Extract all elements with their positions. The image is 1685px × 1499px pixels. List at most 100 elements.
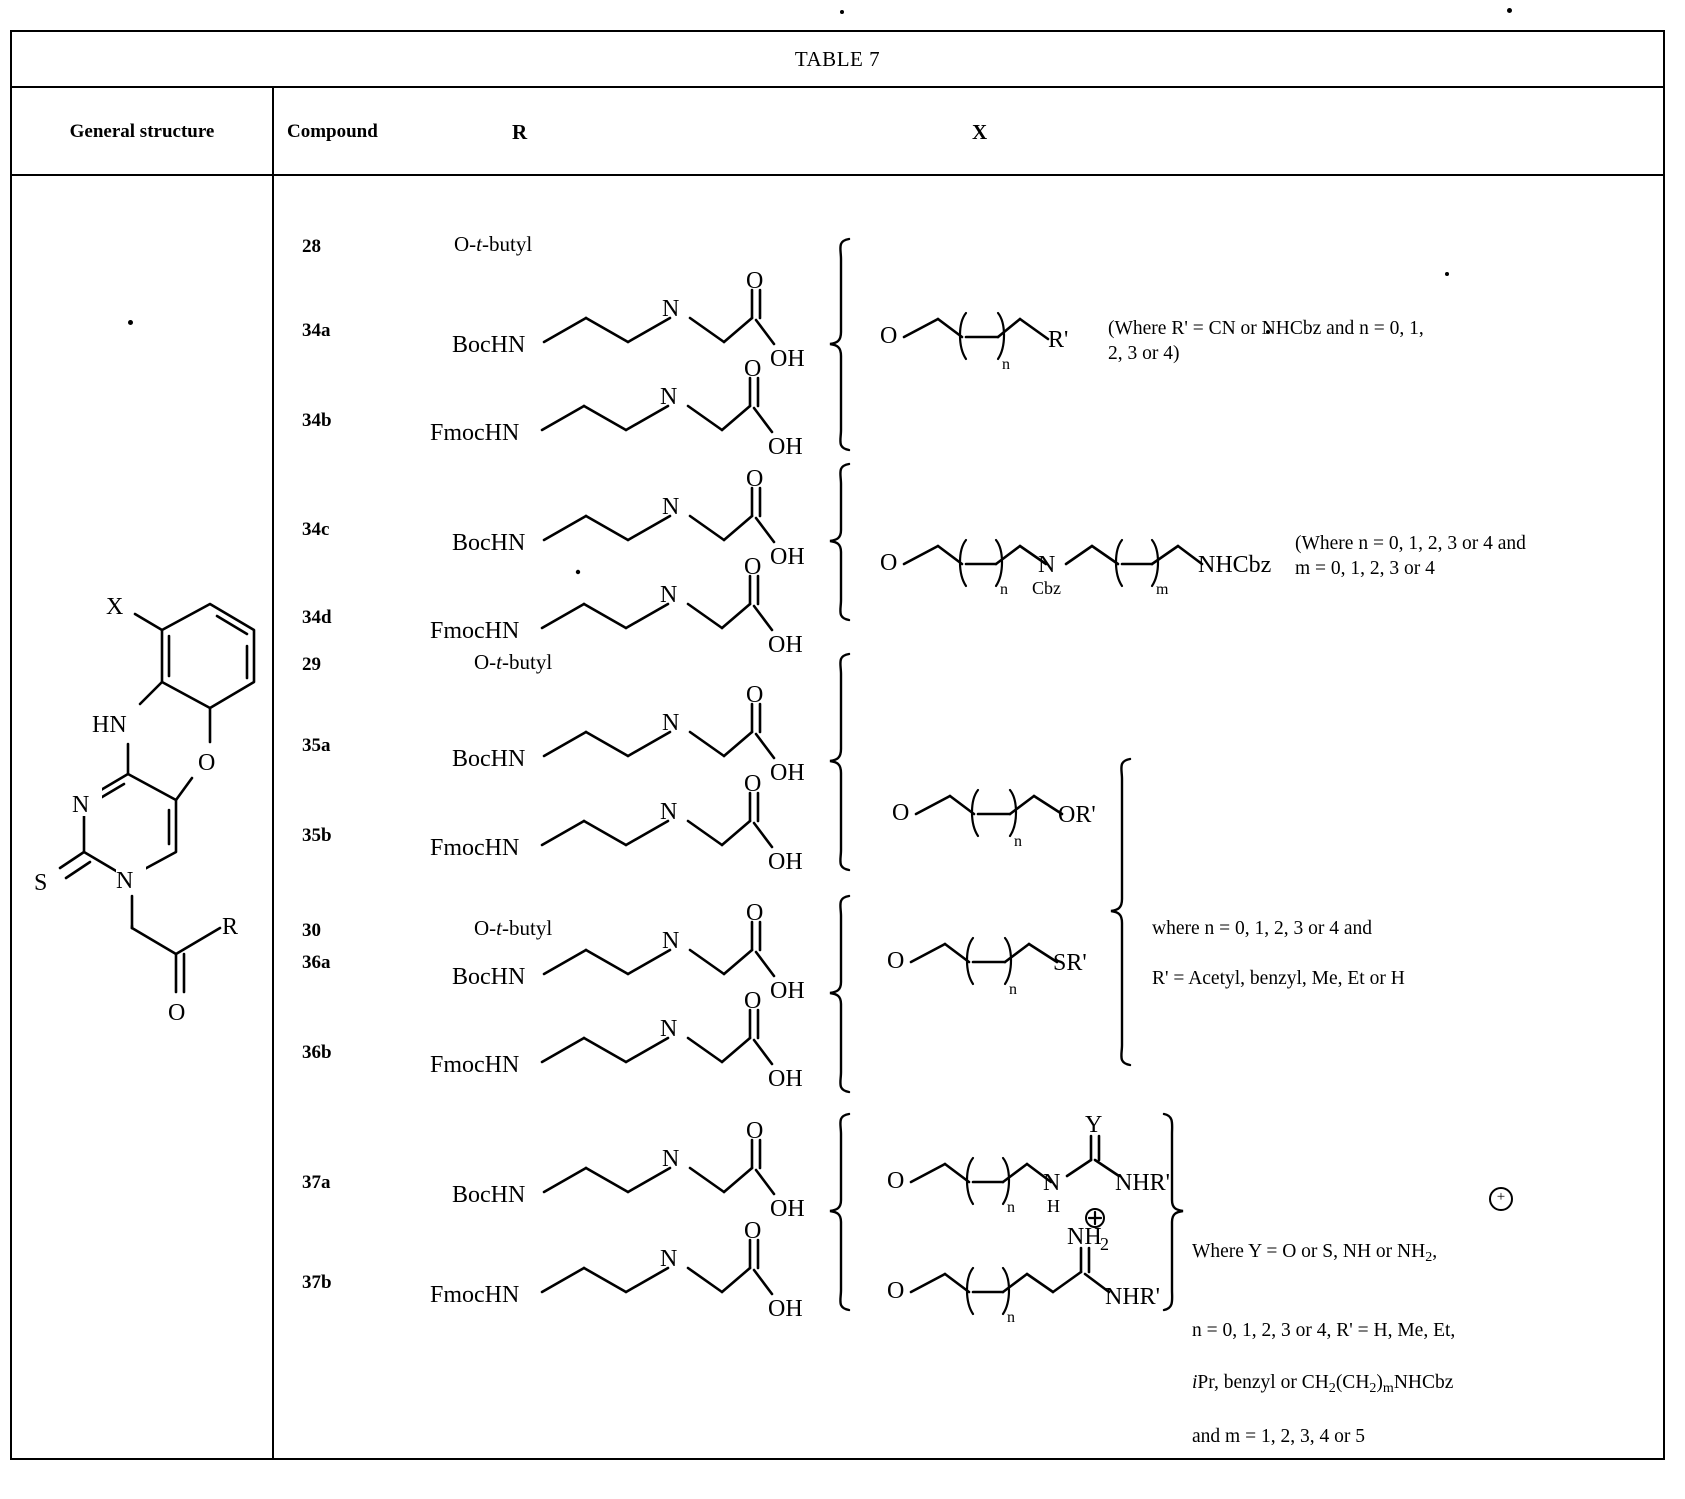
- x-start-o-label: O: [887, 1278, 904, 1304]
- atom-nh2-subscript: 2: [1100, 1234, 1109, 1254]
- annotation-line-2: R' = Acetyl, benzyl, Me, Et or H: [1152, 967, 1405, 992]
- atom-o-label: O: [746, 682, 763, 708]
- table-title: TABLE 7: [795, 47, 880, 72]
- atom-o-label: O: [746, 466, 763, 492]
- r-structure-34d: FmocHN N O OH: [430, 550, 810, 660]
- atom-oh-label: OH: [768, 632, 803, 658]
- page-speck: [840, 10, 844, 14]
- r-structure-37a: BocHN N O OH: [452, 1124, 812, 1224]
- atom-cbz-label: Cbz: [1032, 578, 1061, 598]
- compound-id: 36b: [302, 1042, 332, 1064]
- atom-n-label: N: [662, 494, 679, 520]
- atom-o-label: O: [744, 771, 761, 797]
- compound-id: 28: [302, 236, 321, 258]
- table-title-row: TABLE 7: [12, 32, 1663, 88]
- x-structure-group-5a: O n N H Y NHR': [887, 1112, 1167, 1222]
- atom-oh-label: OH: [768, 434, 803, 460]
- x-structure-group-4: O n SR': [887, 932, 1117, 1002]
- r-prefix-label: BocHN: [452, 1182, 525, 1208]
- x-start-o-label: O: [887, 1168, 904, 1194]
- atom-o-label: O: [746, 268, 763, 294]
- compound-id: 30: [302, 920, 321, 942]
- r-prefix-label: FmocHN: [430, 1052, 519, 1078]
- compound-id: 36a: [302, 952, 331, 974]
- atom-n-label: N: [660, 582, 677, 608]
- atom-nh-n-label: N: [1043, 1170, 1060, 1196]
- atom-n-label: N: [662, 928, 679, 954]
- r-prefix-label: FmocHN: [430, 618, 519, 644]
- plus-charge-icon: +: [1489, 1187, 1513, 1211]
- compound-id: 34a: [302, 320, 331, 342]
- annotation-group-5: Where Y = O or S, NH or NH2, + n = 0, 1,…: [1192, 1187, 1455, 1475]
- r-prefix-label: BocHN: [452, 964, 525, 990]
- brace-group-4: [827, 894, 861, 1094]
- table-7: TABLE 7 General structure Compound R X X: [10, 30, 1665, 1460]
- x-start-o-label: O: [887, 948, 904, 974]
- compound-id: 34d: [302, 607, 332, 629]
- r-prefix-label: FmocHN: [430, 835, 519, 861]
- compound-id: 34b: [302, 410, 332, 432]
- x-start-o-label: O: [880, 550, 897, 576]
- x-repeat-subscript: n: [1002, 356, 1010, 373]
- annotation-line-1: where n = 0, 1, 2, 3 or 4 and: [1152, 917, 1405, 942]
- atom-n-label: N: [660, 1016, 677, 1042]
- compound-id: 37b: [302, 1272, 332, 1294]
- compound-id: 35b: [302, 825, 332, 847]
- x-repeat-subscript: n: [1007, 1309, 1015, 1326]
- compound-id: 35a: [302, 735, 331, 757]
- r-prefix-label: BocHN: [452, 746, 525, 772]
- header-r: R: [512, 88, 527, 176]
- atom-o-ring-label: O: [198, 750, 215, 776]
- x-structure-group-5b: O n NH 2 NHR': [887, 1212, 1167, 1332]
- atom-n-bottom-label: N: [116, 868, 133, 894]
- annotation-line-4: and m = 1, 2, 3, 4 or 5: [1192, 1424, 1455, 1450]
- x-structure-group-3: O n OR': [892, 784, 1122, 854]
- atom-oh-label: OH: [770, 1196, 805, 1222]
- annotation-group-2: (Where n = 0, 1, 2, 3 or 4 and m = 0, 1,…: [1295, 532, 1526, 582]
- atom-n-left-label: N: [72, 792, 89, 818]
- atom-o-carbonyl-label: O: [168, 1000, 185, 1026]
- x-structure-group-2: O n N Cbz m NHCbz: [880, 532, 1280, 612]
- annotation-line-3: iPr, benzyl or CH2(CH2)mNHCbz: [1192, 1370, 1455, 1398]
- brace-group-2: [827, 462, 861, 622]
- atom-o-label: O: [744, 356, 761, 382]
- atom-oh-label: OH: [768, 1296, 803, 1322]
- annotation-line-1: Where Y = O or S, NH or NH2, +: [1192, 1213, 1455, 1292]
- x-structure-group-1: O n R': [880, 307, 1100, 377]
- atom-n-label: N: [662, 296, 679, 322]
- x-start-o-label: O: [880, 323, 897, 349]
- x-end-label: R': [1048, 327, 1068, 353]
- table-header-row: General structure Compound R X: [12, 88, 1663, 176]
- annotation-shared-3-4: where n = 0, 1, 2, 3 or 4 and R' = Acety…: [1152, 892, 1405, 1017]
- atom-oh-label: OH: [768, 849, 803, 875]
- atom-o-label: O: [744, 988, 761, 1014]
- general-structure-tail: O R: [112, 912, 272, 1022]
- atom-n-label: N: [662, 1146, 679, 1172]
- x-repeat-subscript: n: [1009, 981, 1017, 998]
- compound-id: 29: [302, 654, 321, 676]
- brace-group-5-right: [1158, 1112, 1188, 1312]
- r-structure-37b: FmocHN N O OH: [430, 1224, 810, 1324]
- r-group-text: O-t-butyl: [474, 650, 552, 675]
- x-end-label: OR': [1058, 802, 1096, 828]
- r-structure-36b: FmocHN N O OH: [430, 994, 810, 1094]
- atom-n-label: N: [660, 1246, 677, 1272]
- annotation-line-2: n = 0, 1, 2, 3 or 4, R' = H, Me, Et,: [1192, 1318, 1455, 1344]
- x-repeat-subscript-n: n: [1000, 581, 1008, 598]
- x-end-label: NHR': [1105, 1284, 1160, 1310]
- x-repeat-subscript-m: m: [1156, 581, 1169, 598]
- brace-group-3: [827, 652, 861, 872]
- atom-o-label: O: [744, 1218, 761, 1244]
- annotation-group-1: (Where R' = CN or NHCbz and n = 0, 1, 2,…: [1108, 317, 1424, 367]
- atom-o-label: O: [746, 1118, 763, 1144]
- x-end-label: SR': [1053, 950, 1087, 976]
- x-end-label: NHCbz: [1198, 552, 1271, 578]
- x-repeat-subscript: n: [1014, 833, 1022, 850]
- r-prefix-label: FmocHN: [430, 1282, 519, 1308]
- header-x: X: [972, 88, 987, 176]
- atom-n-mid-label: N: [1038, 552, 1055, 578]
- atom-oh-label: OH: [768, 1066, 803, 1092]
- atom-n-label: N: [662, 710, 679, 736]
- r-group-text: O-t-butyl: [454, 232, 532, 257]
